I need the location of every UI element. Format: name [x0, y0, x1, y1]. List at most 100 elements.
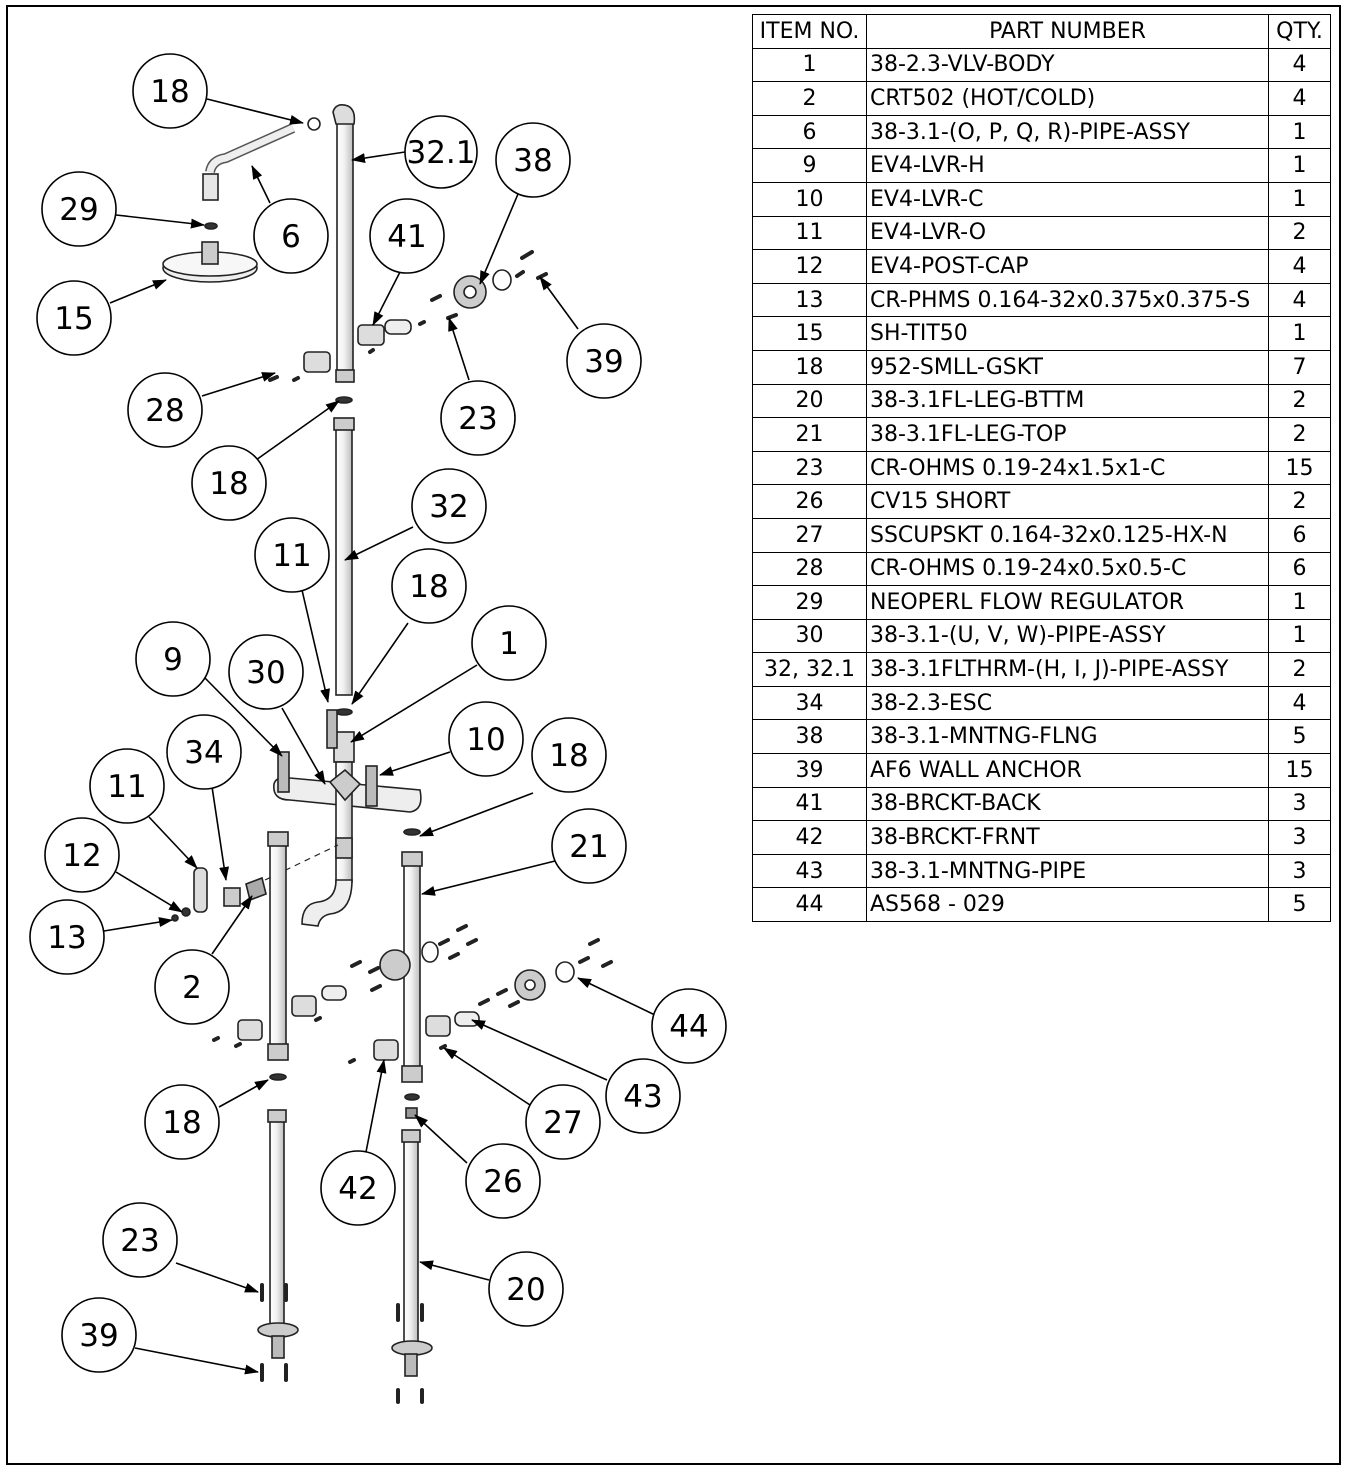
cross-fitting: [328, 768, 362, 802]
svg-text:20: 20: [506, 1272, 545, 1308]
balloon-28: 28: [127, 372, 203, 448]
lever-off-top: [326, 709, 338, 749]
cell-part: CR-PHMS 0.164-32x0.375x0.375-S: [866, 282, 1269, 318]
cell-qty: 4: [1268, 282, 1331, 318]
item-balloons: 18 32.1 38 29 6 41 15 39 28 23 18 32 11 …: [29, 53, 727, 1373]
cell-part: SH-TIT50: [866, 316, 1269, 351]
svg-text:13: 13: [47, 920, 86, 956]
cell-part: 38-3.1FL-LEG-BTTM: [866, 383, 1269, 419]
svg-text:15: 15: [54, 301, 93, 337]
balloon-9: 9: [135, 621, 211, 697]
cell-item: 11: [752, 215, 867, 251]
cell-item: 10: [752, 181, 867, 217]
cell-item: 27: [752, 517, 867, 553]
cell-qty: 1: [1268, 114, 1331, 150]
balloon-39-a: 39: [566, 323, 642, 399]
cell-part: CR-OHMS 0.19-24x0.5x0.5-C: [866, 551, 1269, 587]
balloon-26: 26: [465, 1143, 541, 1219]
svg-text:9: 9: [163, 642, 183, 678]
header-part-number: PART NUMBER: [866, 14, 1269, 49]
exploded-assembly-drawing: 18 32.1 38 29 6 41 15 39 28 23 18 32 11 …: [29, 53, 727, 1404]
gasket-18-upper: [335, 396, 353, 404]
cell-qty: 7: [1268, 349, 1331, 385]
cell-part: EV4-LVR-O: [866, 215, 1269, 251]
cell-part: 38-BRCKT-BACK: [866, 786, 1269, 822]
mounting-pipe-43: [454, 1011, 480, 1027]
foot-flange-left: [257, 1322, 299, 1338]
svg-text:23: 23: [120, 1223, 159, 1259]
cartridge-2: [245, 876, 267, 902]
svg-text:23: 23: [458, 401, 497, 437]
lever-off-left: [193, 867, 208, 913]
svg-text:6: 6: [281, 219, 301, 255]
leader-lines: [103, 98, 658, 1375]
cell-qty: 4: [1268, 249, 1331, 284]
o-ring-mid: [421, 941, 439, 963]
cell-part: 38-3.1-MNTNG-PIPE: [866, 853, 1269, 889]
gasket-18-right: [403, 828, 421, 836]
svg-text:18: 18: [150, 74, 189, 110]
cell-part: 952-SMLL-GSKT: [866, 349, 1269, 385]
cell-item: 12: [752, 249, 867, 284]
bom-header-row: ITEM NO. PART NUMBER QTY.: [752, 14, 1331, 49]
cell-item: 6: [752, 114, 867, 150]
shower-arm-drop: [202, 173, 219, 201]
svg-text:2: 2: [182, 970, 202, 1006]
balloon-11-a: 11: [254, 517, 330, 593]
balloon-23-a: 23: [440, 380, 516, 456]
leg-bottom-left-cap: [267, 1109, 287, 1123]
pipe-coupling: [335, 369, 355, 383]
leg-top-right-cap: [401, 851, 423, 867]
cell-qty: 2: [1268, 215, 1331, 251]
svg-text:10: 10: [466, 722, 505, 758]
svg-text:18: 18: [409, 569, 448, 605]
cell-qty: 4: [1268, 685, 1331, 721]
mounting-flange-hole-upper: [463, 285, 477, 299]
escutcheon: [223, 887, 241, 907]
svg-text:42: 42: [338, 1171, 377, 1207]
leg-bottom-right-cap: [401, 1129, 421, 1143]
svg-text:30: 30: [246, 655, 285, 691]
balloon-18-b: 18: [191, 445, 267, 521]
cell-part: 38-3.1FL-LEG-TOP: [866, 417, 1269, 452]
svg-text:34: 34: [184, 735, 223, 771]
cell-part: EV4-POST-CAP: [866, 249, 1269, 284]
cell-item: 39: [752, 753, 867, 788]
cell-qty: 5: [1268, 719, 1331, 755]
gasket-18-top: [307, 117, 321, 131]
cell-qty: 6: [1268, 551, 1331, 587]
cell-item: 44: [752, 887, 867, 923]
cell-qty: 4: [1268, 81, 1331, 116]
cell-item: 2: [752, 81, 867, 116]
cell-part: SSCUPSKT 0.164-32x0.125-HX-N: [866, 517, 1269, 553]
cell-part: 38-2.3-VLV-BODY: [866, 47, 1269, 83]
balloon-15: 15: [36, 280, 112, 356]
bracket-left-mid: [291, 995, 317, 1017]
cell-part: EV4-LVR-C: [866, 181, 1269, 217]
balloon-34: 34: [166, 714, 242, 790]
svg-text:18: 18: [162, 1105, 201, 1141]
cell-item: 38: [752, 719, 867, 755]
cell-item: 21: [752, 417, 867, 452]
svg-text:18: 18: [549, 738, 588, 774]
cell-part: AS568 - 029: [866, 887, 1269, 923]
cell-item: 41: [752, 786, 867, 822]
cell-item: 32, 32.1: [752, 652, 867, 687]
lever-hot: [277, 751, 290, 793]
pipe-32-coupling: [333, 417, 355, 431]
balloon-11-b: 11: [89, 748, 165, 824]
balloon-27: 27: [525, 1084, 601, 1160]
